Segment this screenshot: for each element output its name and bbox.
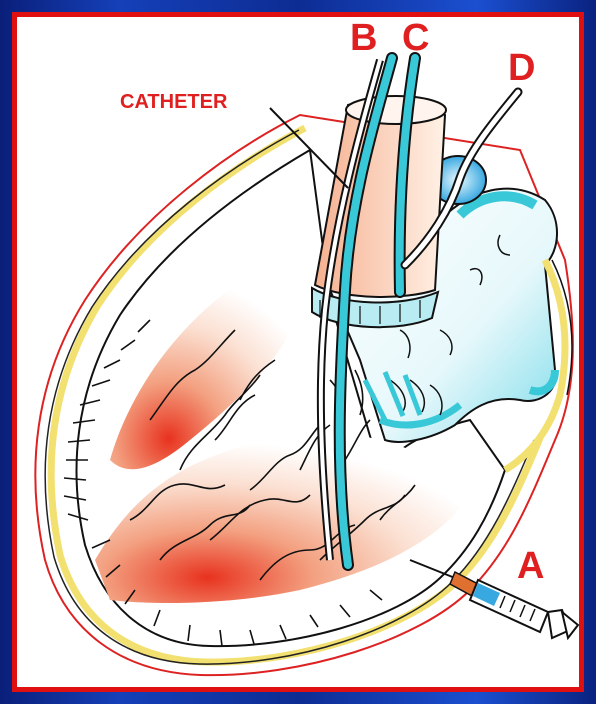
label-b: B (350, 17, 377, 59)
label-d: D (508, 47, 535, 89)
label-a: A (517, 545, 544, 587)
label-c: C (402, 17, 429, 59)
label-catheter: CATHETER (120, 91, 228, 113)
